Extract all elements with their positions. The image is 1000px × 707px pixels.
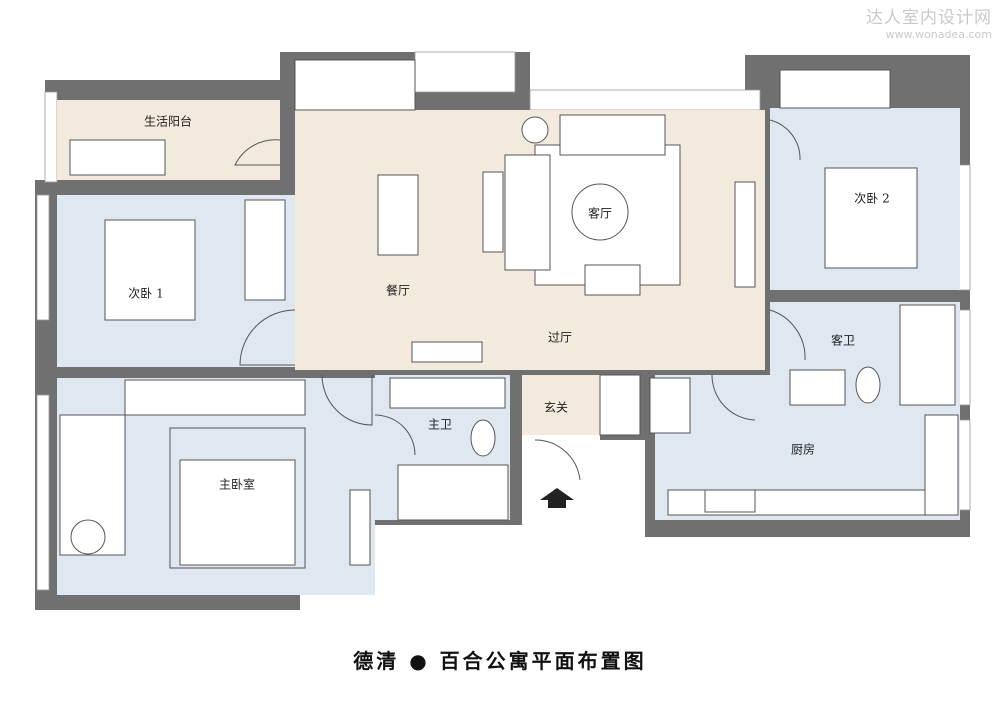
wardrobe	[244, 199, 286, 301]
shoe-cabinet	[599, 374, 641, 436]
dining-table	[377, 174, 419, 256]
toilet	[855, 366, 881, 404]
watermark: 达人室内设计网 www.wonadea.com	[866, 3, 992, 41]
room-label-bedroom2: 次卧 1	[128, 286, 164, 301]
room-label-master-bath: 主卫	[427, 417, 453, 432]
vanity	[789, 369, 846, 406]
room-label-dining: 餐厅	[385, 283, 411, 298]
plan-title: 德清 ● 百合公寓平面布置图	[353, 649, 647, 673]
tv-cabinet	[349, 489, 371, 566]
washer	[69, 139, 166, 176]
toilet	[470, 419, 496, 457]
room-label-master-bedroom: 主卧室	[218, 477, 256, 492]
entrance-arrow-icon	[540, 488, 574, 508]
room-label-foyer: 玄关	[543, 400, 569, 415]
sideboard	[411, 341, 483, 363]
room-label-hall: 过厅	[547, 330, 573, 345]
bed-frame	[169, 427, 306, 569]
wardrobe	[124, 379, 306, 416]
wardrobe	[294, 59, 416, 111]
room-label-kitchen: 厨房	[790, 442, 816, 457]
coffee-table	[571, 183, 629, 241]
counter	[924, 414, 959, 516]
bed	[104, 219, 196, 321]
watermark-name: 达人室内设计网	[866, 8, 992, 28]
sofa	[559, 114, 666, 156]
room-label-balcony: 生活阳台	[143, 114, 193, 129]
armchair	[584, 264, 641, 296]
bed	[179, 459, 296, 566]
furniture	[59, 59, 959, 569]
round-table	[70, 519, 106, 555]
tv-cabinet	[734, 181, 756, 288]
bed	[824, 167, 918, 269]
stove	[704, 489, 756, 513]
watermark-url: www.wonadea.com	[885, 28, 992, 41]
shower	[397, 464, 509, 521]
doors	[234, 119, 806, 481]
room-label-living: 客厅	[587, 206, 613, 221]
foyer-corridor	[522, 435, 600, 525]
tv-cabinet	[482, 171, 504, 253]
sofa	[504, 154, 551, 271]
room-label-guest-bath: 客卫	[830, 333, 856, 348]
room-label-bedroom3: 次卧 2	[854, 191, 890, 206]
fridge	[649, 377, 691, 434]
plant	[521, 116, 549, 144]
wardrobe	[779, 69, 891, 109]
shower	[899, 304, 956, 406]
vanity	[389, 377, 506, 409]
foyer-floor	[522, 375, 600, 435]
